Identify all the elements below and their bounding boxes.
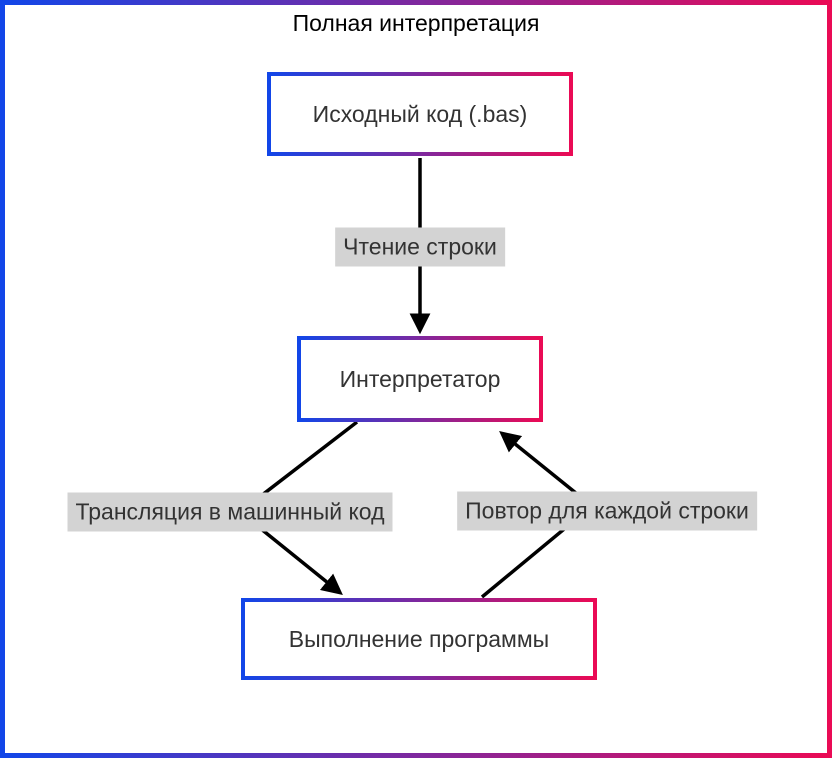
node-source-code: Исходный код (.bas) — [267, 72, 573, 156]
diagram-title: Полная интерпретация — [292, 10, 540, 36]
edge-label-read-line: Чтение строки — [335, 227, 505, 267]
node-interpreter: Интерпретатор — [297, 336, 543, 422]
edge-label-translate-machine-code: Трансляция в машинный код — [67, 492, 393, 532]
node-program-execution: Выполнение программы — [241, 598, 597, 680]
edge-label-repeat-each-line: Повтор для каждой строки — [457, 491, 757, 531]
